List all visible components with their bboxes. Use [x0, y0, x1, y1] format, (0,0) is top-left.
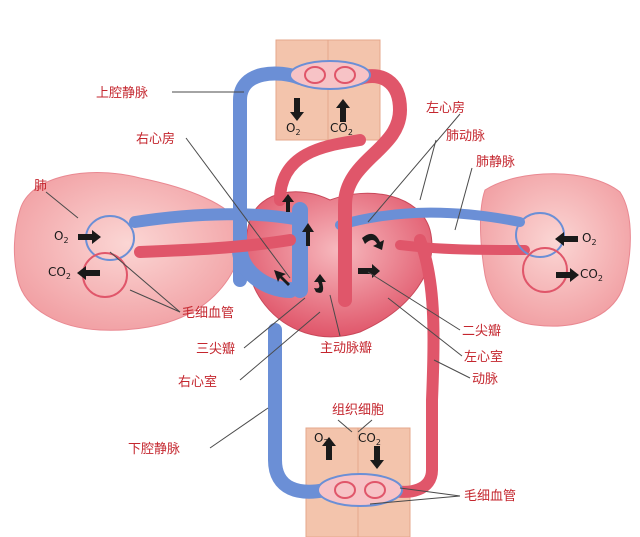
- inferior-vena-cava: [268, 323, 332, 499]
- o2-label-bottom: O2: [314, 431, 329, 447]
- label-right-ventricle: 右心室: [178, 374, 217, 390]
- pulmonary-artery-left: [129, 208, 306, 228]
- label-tricuspid-valve: 三尖瓣: [196, 342, 235, 357]
- label-capillaries-tissue: 毛细血管: [464, 489, 516, 504]
- label-capillaries-lung: 毛细血管: [182, 306, 234, 321]
- arterial-vessels: [134, 69, 530, 498]
- pulmonary-vein-right: [395, 240, 530, 255]
- arrow-o2-left: [78, 230, 101, 244]
- artery-down: [384, 234, 440, 498]
- arrow-co2-right: [556, 268, 579, 282]
- structure-labels: 上腔静脉 右心房 肺 左心房 肺动脉 肺静脉 毛细血管 三尖瓣 主动脉瓣 右心室…: [34, 86, 516, 504]
- arrow-heart-up-left: [282, 194, 294, 212]
- gas-labels: O2 CO2 O2 CO2 O2 CO2 O2 CO2: [48, 121, 603, 447]
- flow-arrows: [77, 98, 579, 469]
- arrow-o2-bottom: [322, 437, 336, 460]
- aorta-descending: [274, 134, 366, 206]
- o2-label-top: O2: [286, 121, 301, 137]
- label-left-ventricle: 左心室: [464, 349, 503, 365]
- arrow-heart-valve: [314, 274, 326, 293]
- label-left-atrium: 左心房: [426, 100, 465, 116]
- label-artery: 动脉: [472, 372, 498, 387]
- pulmonary-artery-right: [335, 207, 525, 230]
- aorta-arch: [338, 69, 408, 307]
- co2-label-bottom: CO2: [358, 431, 381, 447]
- co2-label-right: CO2: [580, 267, 603, 283]
- label-inferior-vena-cava: 下腔静脉: [128, 442, 180, 457]
- label-lung: 肺: [34, 179, 47, 194]
- arrow-heart-left-ventricle: [358, 264, 380, 278]
- leader-lines: [45, 91, 473, 505]
- arrow-heart-right-atrium: [274, 270, 290, 286]
- pulmonary-vein-left: [134, 234, 296, 258]
- label-right-atrium: 右心房: [136, 131, 175, 147]
- arrow-co2-bottom: [370, 446, 384, 469]
- label-aortic-valve: 主动脉瓣: [320, 341, 372, 356]
- venous-vessels: [129, 66, 525, 499]
- capillaries-top: [289, 60, 371, 90]
- label-superior-vena-cava: 上腔静脉: [96, 86, 148, 101]
- o2-label-left: O2: [54, 229, 69, 245]
- label-tissue-cells: 组织细胞: [332, 403, 384, 418]
- arrow-heart-curve: [362, 233, 384, 250]
- tissue-block-top: [275, 39, 381, 141]
- arrow-co2-left: [77, 266, 100, 280]
- co2-label-top: CO2: [330, 121, 353, 137]
- capillaries-bottom: [317, 473, 403, 507]
- arrow-o2-top: [290, 98, 304, 121]
- label-pulmonary-vein: 肺静脉: [476, 155, 515, 170]
- arrow-o2-right: [555, 232, 578, 246]
- right-atrium-vessel: [232, 242, 298, 298]
- label-mitral-valve: 二尖瓣: [462, 324, 501, 339]
- co2-label-left: CO2: [48, 265, 71, 281]
- arrow-co2-top: [336, 99, 350, 122]
- arrow-heart-up-mid: [302, 223, 314, 246]
- o2-label-right: O2: [582, 231, 597, 247]
- label-pulmonary-artery: 肺动脉: [446, 129, 485, 144]
